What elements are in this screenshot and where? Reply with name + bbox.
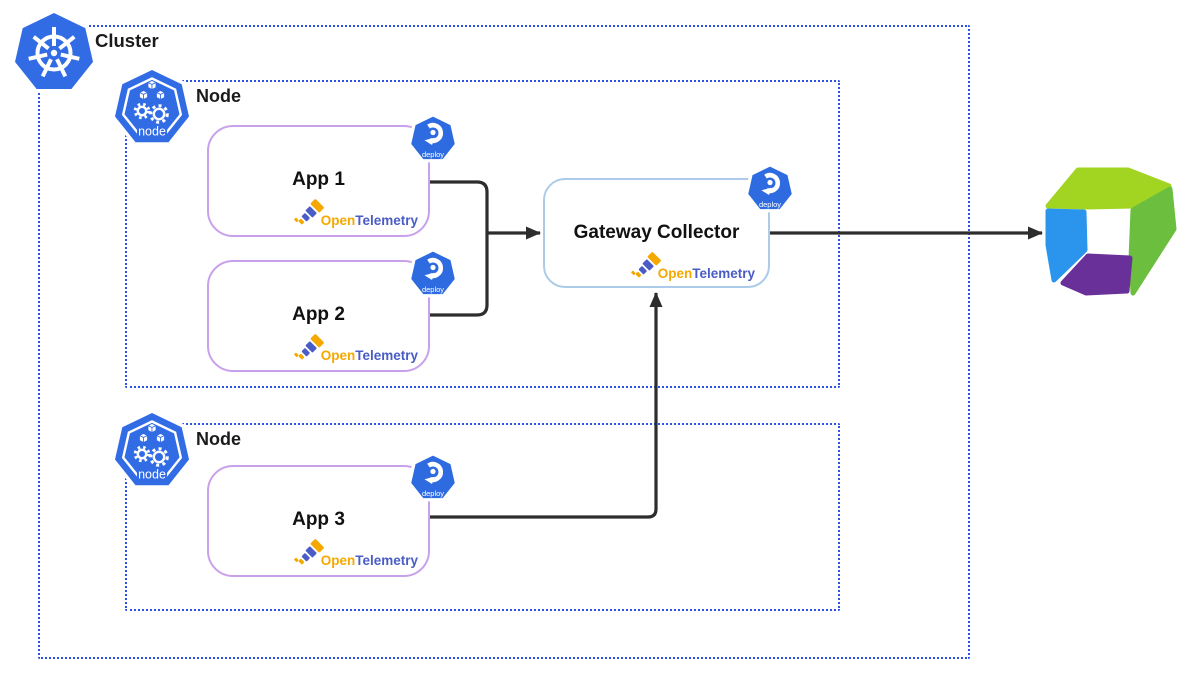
node-badge-text: node: [138, 468, 166, 482]
node-badge-text: node: [138, 125, 166, 139]
kubernetes-deploy-icon: deploy: [407, 111, 459, 167]
cluster-border: [38, 25, 970, 659]
node-gears-glyph: [133, 102, 169, 124]
node-gears-glyph: [133, 445, 169, 467]
kubernetes-deploy-icon: deploy: [744, 161, 796, 217]
kubernetes-deploy-icon: deploy: [407, 450, 459, 506]
kubernetes-deploy-icon: deploy: [407, 246, 459, 302]
app1-box: App 1 OpenTelemetry: [207, 125, 430, 237]
otel-wordmark: OpenTelemetry: [320, 213, 418, 228]
node-cubes-glyph: [138, 423, 166, 444]
deploy-badge-text: deploy: [422, 489, 444, 498]
app2-box: App 2 OpenTelemetry: [207, 260, 430, 372]
app2-otel-logo: OpenTelemetry: [293, 332, 418, 363]
otel-wordmark: OpenTelemetry: [657, 266, 755, 281]
app1-title: App 1: [292, 169, 345, 190]
opentelemetry-telescope-icon: [630, 252, 661, 278]
node1-label: Node: [196, 86, 241, 106]
app2-title: App 2: [292, 304, 345, 325]
app1-otel-logo: OpenTelemetry: [293, 197, 418, 228]
app3-box: App 3 OpenTelemetry: [207, 465, 430, 577]
deploy-badge-text: deploy: [422, 150, 444, 159]
opentelemetry-telescope-icon: [293, 199, 324, 225]
otel-wordmark: OpenTelemetry: [320, 348, 418, 363]
node2-label: Node: [196, 429, 241, 449]
kubernetes-node-icon: node: [110, 407, 194, 495]
kubernetes-cluster-icon: [10, 8, 98, 98]
node-cubes-glyph: [138, 80, 166, 101]
cluster-label: Cluster: [95, 30, 159, 51]
gateway-otel-logo: OpenTelemetry: [630, 250, 755, 281]
otel-wordmark: OpenTelemetry: [320, 553, 418, 568]
observability-backend-cube-icon: [1030, 150, 1200, 310]
kubernetes-node-icon: node: [110, 64, 194, 152]
opentelemetry-telescope-icon: [293, 334, 324, 360]
gateway-title: Gateway Collector: [573, 222, 740, 243]
opentelemetry-telescope-icon: [293, 539, 324, 565]
app3-title: App 3: [292, 509, 345, 530]
deploy-badge-text: deploy: [759, 200, 781, 209]
gateway-collector-box: Gateway Collector OpenTelemetry: [543, 178, 770, 288]
app3-otel-logo: OpenTelemetry: [293, 537, 418, 568]
deploy-badge-text: deploy: [422, 285, 444, 294]
